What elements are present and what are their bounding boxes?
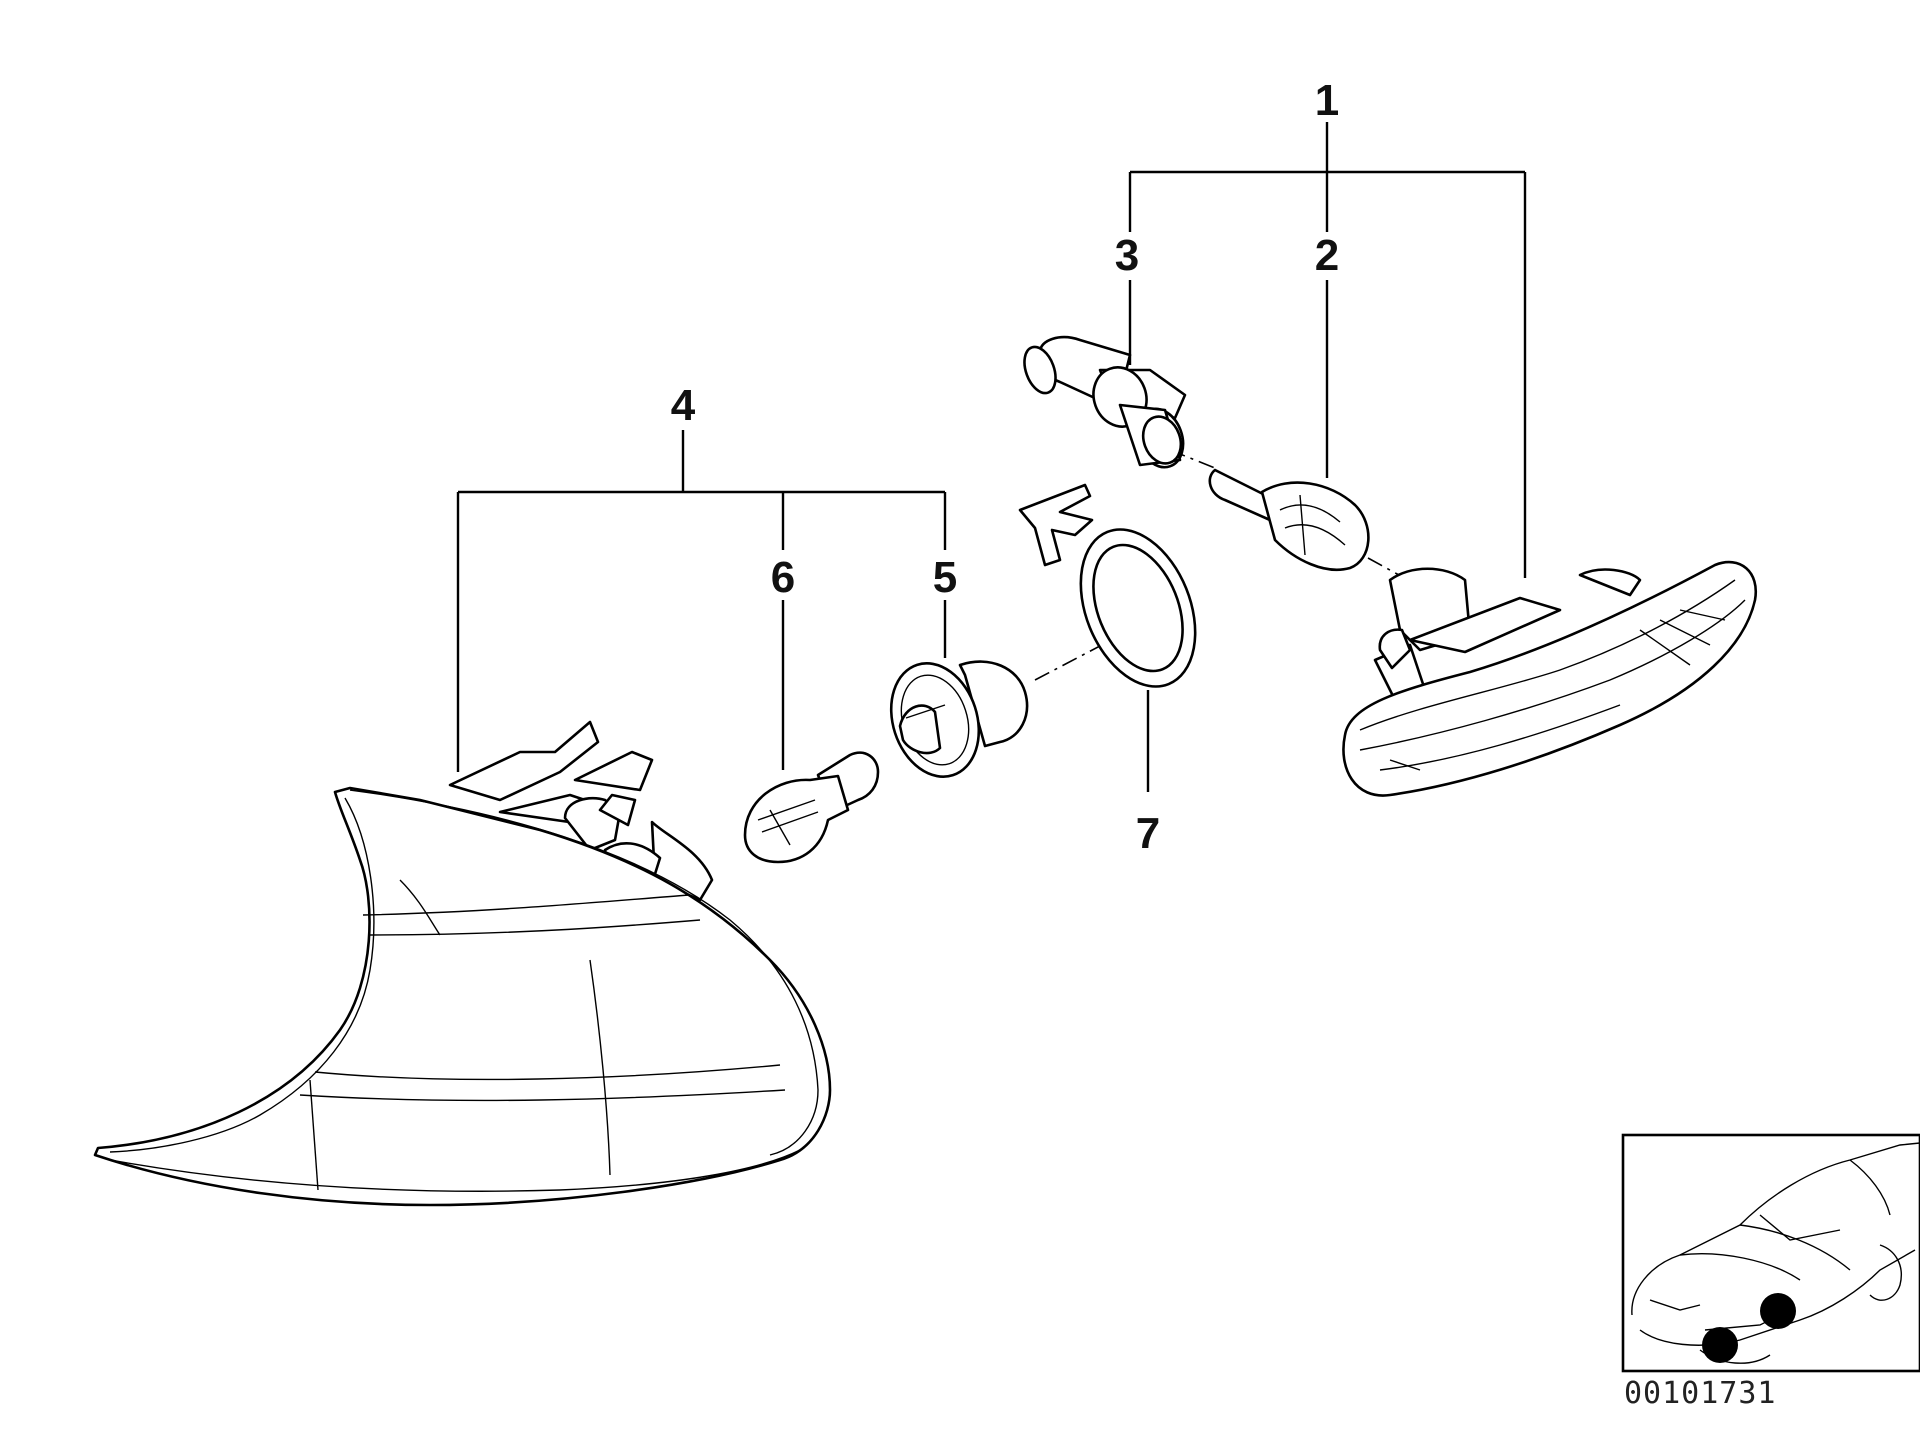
label-2: 2 — [1315, 231, 1339, 280]
part-labels: 1 2 3 4 5 6 7 — [671, 76, 1339, 858]
bulb-socket-icon — [889, 660, 1029, 778]
label-4: 4 — [671, 381, 696, 430]
drawing-code: 00101731 — [1624, 1376, 1777, 1411]
car-thumbnail-icon: 00101731 — [1621, 1133, 1920, 1411]
seal-ring-icon — [1018, 483, 1197, 688]
callout-lines — [456, 122, 1527, 792]
label-6: 6 — [771, 553, 795, 602]
label-1: 1 — [1315, 76, 1339, 125]
side-marker-icon — [1342, 560, 1758, 797]
wedge-bulb-icon — [1208, 468, 1370, 571]
side-socket-icon — [1023, 335, 1187, 469]
label-7: 7 — [1136, 809, 1160, 858]
label-3: 3 — [1115, 231, 1139, 280]
label-5: 5 — [933, 553, 957, 602]
corner-light-icon — [93, 720, 832, 1207]
bayonet-bulb-icon — [743, 751, 880, 864]
